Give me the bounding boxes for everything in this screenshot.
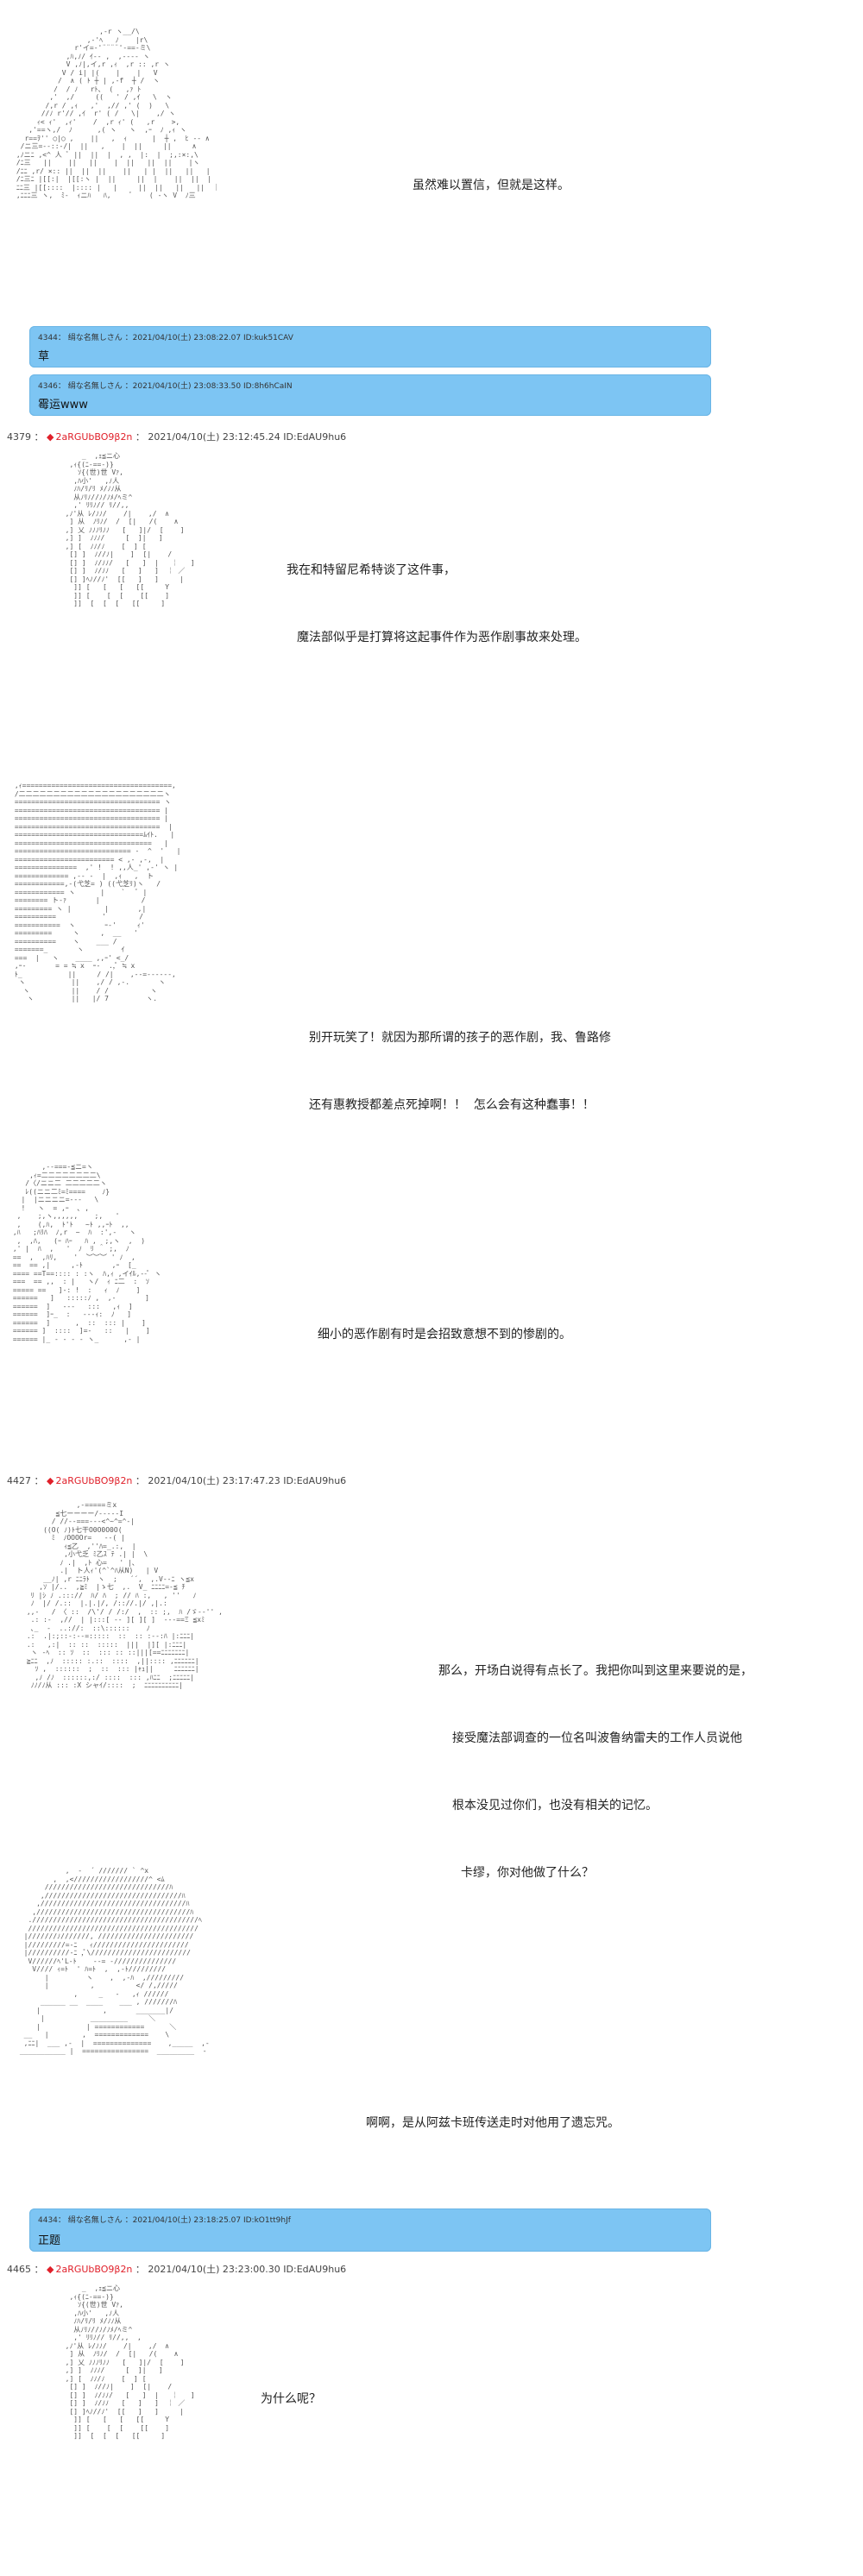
post-number: 4427 xyxy=(7,1475,31,1486)
caption-1: 虽然难以置信，但就是这样。 xyxy=(413,129,570,219)
post-number: 4379 xyxy=(7,431,31,443)
reply-text: 霉运www xyxy=(38,399,88,412)
caption-line: 细小的恶作剧有时是会招致意想不到的惨剧的。 xyxy=(318,1328,571,1341)
reply-box-2: 4346： 绢な名無しさん ：2021/04/10(土) 23:08:33.50… xyxy=(29,374,711,416)
post-header: 4379 ： 2aRGUbBO9β2n ： 2021/04/10(土) 23:1… xyxy=(7,430,346,443)
caption-line: 卡缪，你对他做了什么？ xyxy=(461,1866,594,1880)
caption-line: 那么，开场白说得有点长了。我把你叫到这里来要说的是， xyxy=(438,1664,753,1678)
caption-line: 我在和特留尼希特谈了这件事， xyxy=(287,563,456,577)
caption-line: 根本没见过你们，也没有相关的记忆。 xyxy=(452,1799,658,1813)
tripcode: 2aRGUbBO9β2n xyxy=(47,431,132,443)
caption-3: 别开玩笑了！就因为那所谓的孩子的恶作剧，我、鲁路修 还有惠教授都差点死掉啊！！ … xyxy=(309,982,611,1139)
ascii-art-character-2: _ ,ｪ≦ニ心 ,ｨ{(ﾆ-==-)} ｿ{(世)世 Vｧ, ,ﾊ小' ,ﾉ人 … xyxy=(65,452,195,607)
reply-box-3: 4434： 绢な名無しさん ：2021/04/10(土) 23:18:25.07… xyxy=(29,2208,711,2252)
post-header: 4465 ： 2aRGUbBO9β2n ： 2021/04/10(土) 23:2… xyxy=(7,2262,346,2276)
post-datetime: 2021/04/10(土) 23:12:45.24 ID:EdAU9hu6 xyxy=(148,431,347,443)
post-datetime: 2021/04/10(土) 23:17:47.23 ID:EdAU9hu6 xyxy=(148,1475,347,1486)
reply-meta: 4344： 绢な名無しさん ：2021/04/10(土) 23:08:22.07… xyxy=(38,334,293,342)
caption-line: 虽然难以置信，但就是这样。 xyxy=(413,179,570,192)
reply-text: 正题 xyxy=(38,2234,61,2247)
caption-line: 别开玩笑了！就因为那所谓的孩子的恶作剧，我、鲁路修 xyxy=(309,1031,611,1045)
caption-line: 魔法部似乎是打算将这起事件作为恶作剧事故来处理。 xyxy=(297,631,587,644)
post-datetime: 2021/04/10(土) 23:23:00.30 ID:EdAU9hu6 xyxy=(148,2264,347,2275)
caption-6: 啊啊，是从阿兹卡班传送走时对他用了遗忘咒。 xyxy=(366,2067,620,2157)
caption-line: 为什么呢？ xyxy=(261,2392,321,2406)
tripcode: 2aRGUbBO9β2n xyxy=(47,1475,132,1486)
caption-7: 为什么呢？ xyxy=(261,2343,321,2433)
caption-line: 接受魔法部调查的一位名叫波鲁纳雷夫的工作人员说他 xyxy=(452,1731,742,1745)
caption-2: 我在和特留尼希特谈了这件事， 魔法部似乎是打算将这起事件作为恶作剧事故来处理。 xyxy=(287,514,587,671)
ascii-art-character-7: _ ,ｪ≦ニ心 ,ｨ{(ﾆ-==-)} ｿ{(世)世 Vｧ, ,ﾊ小' ,ﾉ人 … xyxy=(65,2284,195,2440)
caption-5: 那么，开场白说得有点长了。我把你叫到这里来要说的是， 接受魔法部调查的一位名叫波… xyxy=(438,1615,753,1907)
post-number: 4465 xyxy=(7,2264,31,2275)
ascii-art-character-3: ,ｨ====================================, … xyxy=(14,782,181,1002)
reply-box-1: 4344： 绢な名無しさん ：2021/04/10(土) 23:08:22.07… xyxy=(29,326,711,368)
reply-text: 草 xyxy=(38,350,50,363)
caption-line: 还有惠教授都差点死掉啊！！ 怎么会有这种蠢事！！ xyxy=(309,1098,595,1112)
caption-line: 啊啊，是从阿兹卡班传送走时对他用了遗忘咒。 xyxy=(366,2116,620,2130)
post-header: 4427 ： 2aRGUbBO9β2n ： 2021/04/10(土) 23:1… xyxy=(7,1473,346,1487)
caption-4: 细小的恶作剧有时是会招致意想不到的惨剧的。 xyxy=(318,1279,571,1368)
ascii-art-character-4: ,--===-≦ニ=ヽ ,ｨ=二二二二二二二二\ /〈/ニニ二 二二二二二ヽ ﾚ… xyxy=(12,1163,161,1343)
reply-meta: 4346： 绢な名無しさん ：2021/04/10(土) 23:08:33.50… xyxy=(38,382,293,391)
ascii-art-character-6: , - ´ /////// ` ^x , ,</////////////////… xyxy=(19,1867,210,2055)
reply-meta: 4434： 绢な名無しさん ：2021/04/10(土) 23:18:25.07… xyxy=(38,2216,291,2225)
tripcode: 2aRGUbBO9β2n xyxy=(47,2264,132,2275)
ascii-art-character-1: ,-r ヽ__/\ ,-'ﾍ ﾉ |r\ r'イ=-'¨¨¨¨'-==-ミ\ ,… xyxy=(16,28,220,199)
ascii-art-character-5: ,-=====ミx ≦七ーーーー/-----I / //--===---<^~^… xyxy=(26,1501,223,1689)
